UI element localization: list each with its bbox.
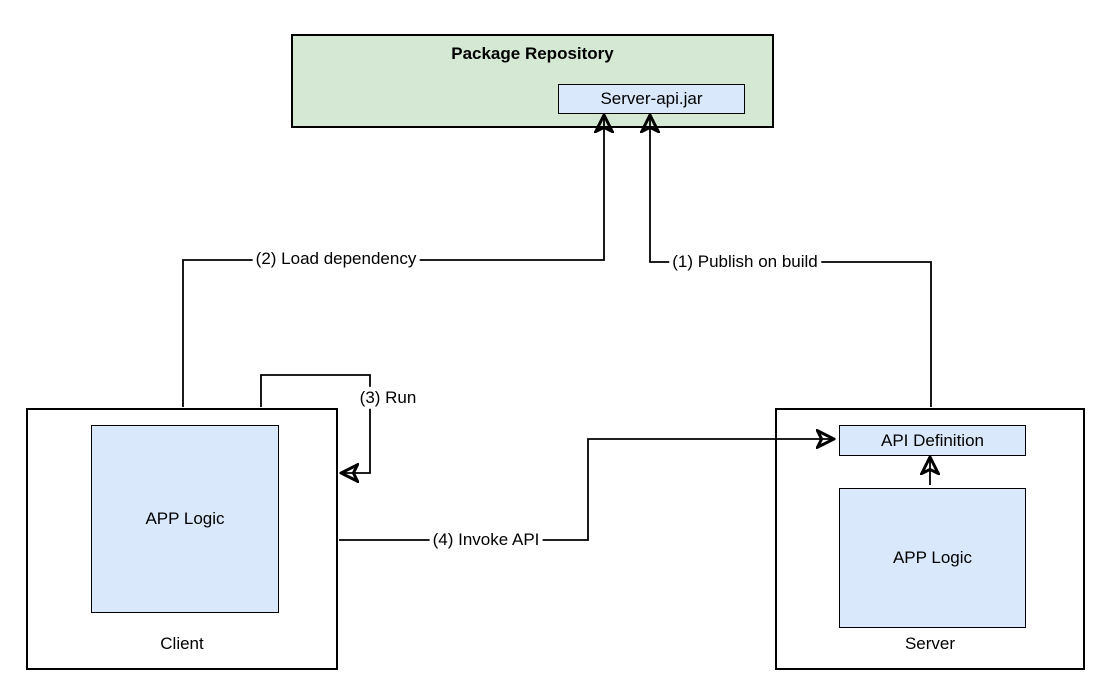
server-api-jar-box: Server-api.jar xyxy=(558,84,745,114)
client-app-logic-box: APP Logic xyxy=(91,425,279,613)
edge-label-load-dependency: (2) Load dependency xyxy=(252,247,420,271)
api-definition-box: API Definition xyxy=(839,425,1026,456)
server-label: Server xyxy=(904,634,956,653)
edge-label-publish-on-build: (1) Publish on build xyxy=(669,250,821,274)
server-app-logic-box: APP Logic xyxy=(839,488,1026,628)
edge-invoke-api xyxy=(339,439,834,541)
edge-label-invoke-api: (4) Invoke API xyxy=(429,528,543,552)
package-repository-box: Package Repository Server-api.jar xyxy=(291,34,774,128)
client-label: Client xyxy=(160,634,204,653)
client-box: APP Logic Client xyxy=(26,408,338,670)
server-box: API Definition APP Logic Server xyxy=(775,408,1085,670)
package-repository-title: Package Repository xyxy=(451,44,614,63)
edge-label-run: (3) Run xyxy=(356,386,420,410)
